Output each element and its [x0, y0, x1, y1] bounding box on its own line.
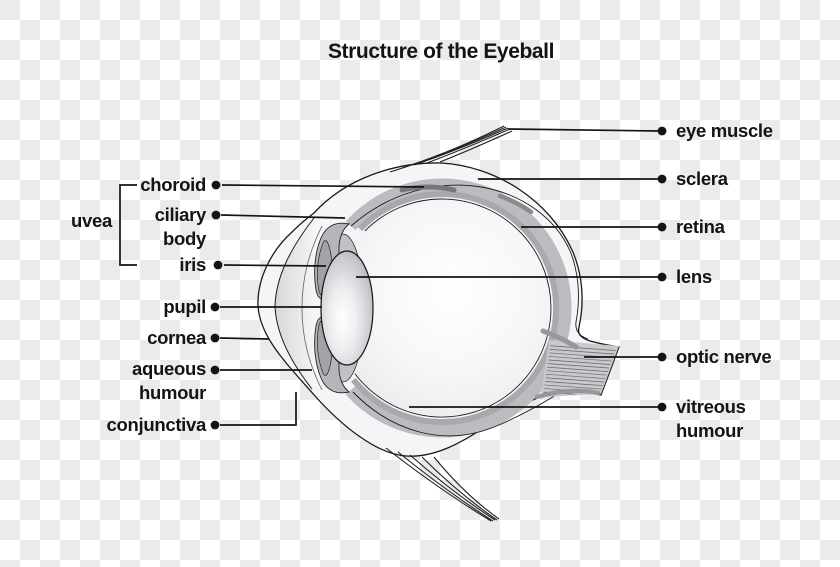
choroid-accent-right — [497, 193, 534, 215]
optic-nerve-bullet — [657, 352, 667, 362]
eye-muscle-top-fan — [389, 125, 513, 173]
label-ciliary-body-line1: ciliary — [154, 204, 207, 225]
ciliary-body-bullet — [211, 210, 221, 220]
retina-band — [351, 191, 560, 426]
leader-cornea — [219, 337, 270, 340]
sclera-bullet — [657, 174, 667, 184]
optic-nerve-accent-bottom — [534, 388, 601, 400]
label-vitreous-humour-line2: humour — [676, 420, 744, 441]
label-optic-nerve: optic nerve — [676, 346, 772, 367]
label-cornea: cornea — [147, 327, 206, 348]
diagram-title: Structure of the Eyeball — [327, 40, 555, 63]
label-retina: retina — [676, 216, 725, 237]
lens-bullet — [657, 272, 667, 282]
sclera-inner-line-bottom — [352, 391, 557, 437]
eye-muscle-bullet — [657, 126, 667, 136]
label-aqueous-humour-line2: humour — [138, 382, 206, 403]
leader-bullets — [210, 126, 667, 430]
cornea-inner-line — [274, 217, 315, 390]
eye-muscle-bottom-fan — [385, 447, 500, 522]
optic-nerve-fill — [541, 340, 619, 397]
lens-shape — [320, 250, 374, 366]
choroid-bullet — [211, 180, 221, 190]
label-ciliary-body: ciliary body — [0, 203, 207, 251]
leader-conjunctiva — [220, 392, 297, 426]
vitreous-humour-bullet — [657, 402, 667, 412]
iris-root-line — [301, 225, 323, 391]
iris-bullet — [213, 260, 223, 270]
leader-lines — [119, 128, 659, 426]
pupil-bullet — [210, 302, 220, 312]
label-aqueous-humour-line1: aqueous — [132, 358, 206, 379]
leader-eye-muscle — [507, 128, 659, 132]
optic-nerve-accent-top — [540, 328, 579, 350]
label-lens: lens — [676, 266, 712, 287]
leader-ciliary-body — [220, 214, 346, 219]
label-vitreous-humour-line1: vitreous — [676, 396, 746, 417]
retina-bullet — [657, 222, 667, 232]
retina-inner-line — [354, 198, 552, 418]
leader-iris — [223, 264, 327, 267]
label-aqueous-humour: aqueous humour — [0, 357, 206, 405]
label-eye-muscle: eye muscle — [676, 120, 773, 141]
label-uvea: uvea — [71, 210, 112, 231]
label-pupil: pupil — [163, 296, 206, 317]
label-conjunctiva: conjunctiva — [106, 414, 207, 435]
anterior-chamber — [275, 219, 326, 386]
choroid-accent-top — [399, 184, 457, 193]
conjunctiva-bullet — [210, 420, 220, 430]
label-iris: iris — [179, 254, 206, 275]
cornea-bullet — [210, 333, 220, 343]
uvea-bracket — [119, 184, 137, 266]
label-sclera: sclera — [676, 168, 728, 189]
aqueous-humour-bullet — [210, 365, 220, 375]
label-choroid: choroid — [140, 174, 206, 195]
label-vitreous-humour: vitreous humour — [676, 395, 746, 443]
leader-choroid — [221, 184, 425, 188]
vitreous-body — [334, 200, 550, 416]
label-ciliary-body-line2: body — [163, 228, 206, 249]
